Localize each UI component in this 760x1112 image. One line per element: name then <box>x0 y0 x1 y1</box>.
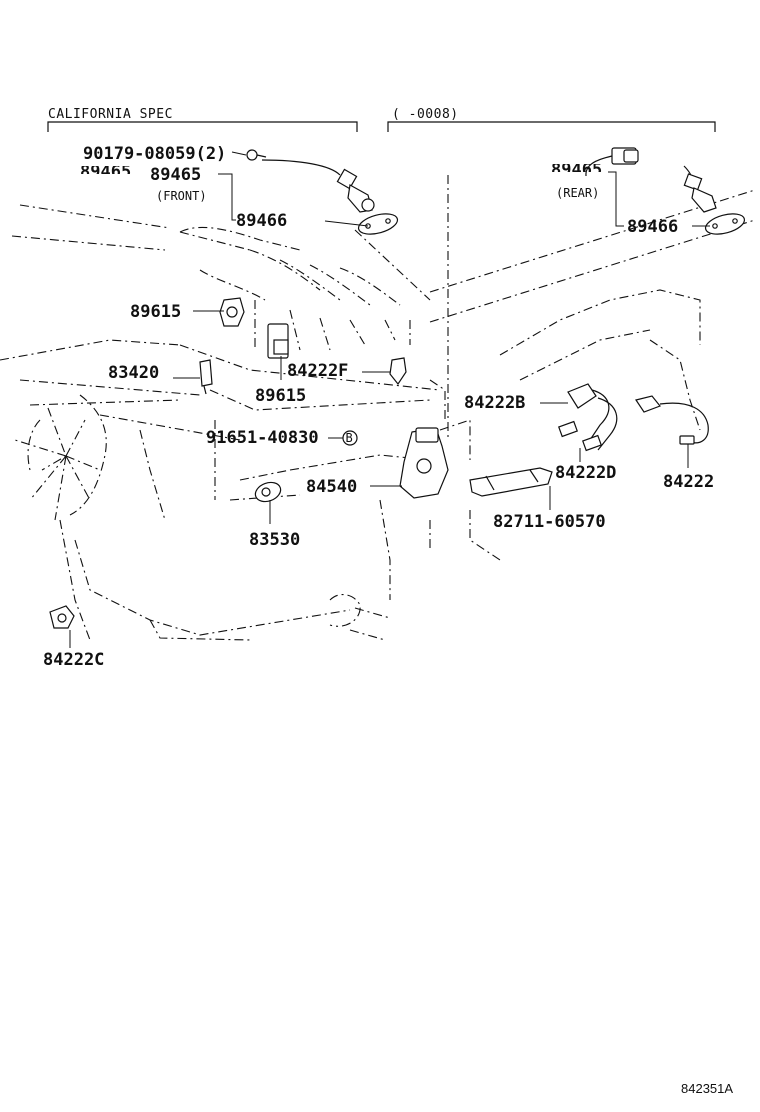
throttle-sensor-84540-drawing <box>399 427 449 499</box>
label-rear: (REAR) <box>556 186 599 200</box>
oxygen-sensor-front-drawing <box>261 159 375 213</box>
switch-84222B-drawing <box>558 383 618 452</box>
label-83530: 83530 <box>249 530 300 550</box>
label-84540: 84540 <box>306 477 357 497</box>
switch-84222F-drawing <box>389 357 407 386</box>
label-84222C: 84222C <box>43 650 104 670</box>
switch-84222C-drawing <box>49 605 75 629</box>
label-89615-lower: 89615 <box>255 386 306 406</box>
label-89466-right: 89466 <box>627 217 678 237</box>
label-83420: 83420 <box>108 363 159 383</box>
cooling-fan <box>14 394 107 521</box>
oxygen-sensor-rear-drawing <box>585 147 717 213</box>
bolt-91651-drawing: B <box>342 430 358 446</box>
label-89465-partial: 89465 <box>80 162 131 182</box>
sender-83420-drawing <box>199 359 213 395</box>
label-90179-08059: 90179-08059(2) <box>83 144 226 164</box>
figure-id: 842351A <box>681 1081 733 1096</box>
label-84222F: 84222F <box>287 361 348 381</box>
knock-sensor-89615-upper-drawing <box>219 297 245 327</box>
engine-outline <box>0 175 756 641</box>
label-84222B: 84222B <box>464 393 525 413</box>
leader-lines <box>69 151 710 648</box>
bolt-90179-drawing <box>246 149 267 161</box>
sensor-89615-lower-drawing <box>267 323 289 359</box>
date-range-bracket: ( -0008) <box>387 107 716 132</box>
b-mark: B <box>346 431 353 445</box>
gasket-89466-left-drawing <box>357 213 399 235</box>
label-89466-left: 89466 <box>236 211 287 231</box>
label-84222: 84222 <box>663 472 714 492</box>
label-91651-40830: 91651-40830 <box>206 428 319 448</box>
label-89465-rear: 89465 <box>551 160 602 180</box>
california-spec-bracket: CALIFORNIA SPEC <box>47 107 358 132</box>
label-89615-upper: 89615 <box>130 302 181 322</box>
bracket-82711-drawing <box>469 467 553 497</box>
label-front: (FRONT) <box>156 189 207 203</box>
date-range-heading: ( -0008) <box>392 107 459 122</box>
oil-switch-83530-drawing <box>254 481 282 503</box>
gasket-89466-right-drawing <box>704 213 746 235</box>
sensor-84222-right-drawing <box>635 395 709 445</box>
label-89465-front: 89465 <box>150 165 201 185</box>
part-labels: 90179-08059(2) 89465 89465 (FRONT) 89466… <box>43 144 714 670</box>
california-spec-heading: CALIFORNIA SPEC <box>48 107 173 122</box>
label-82711-60570: 82711-60570 <box>493 512 606 532</box>
label-84222D: 84222D <box>555 463 616 483</box>
